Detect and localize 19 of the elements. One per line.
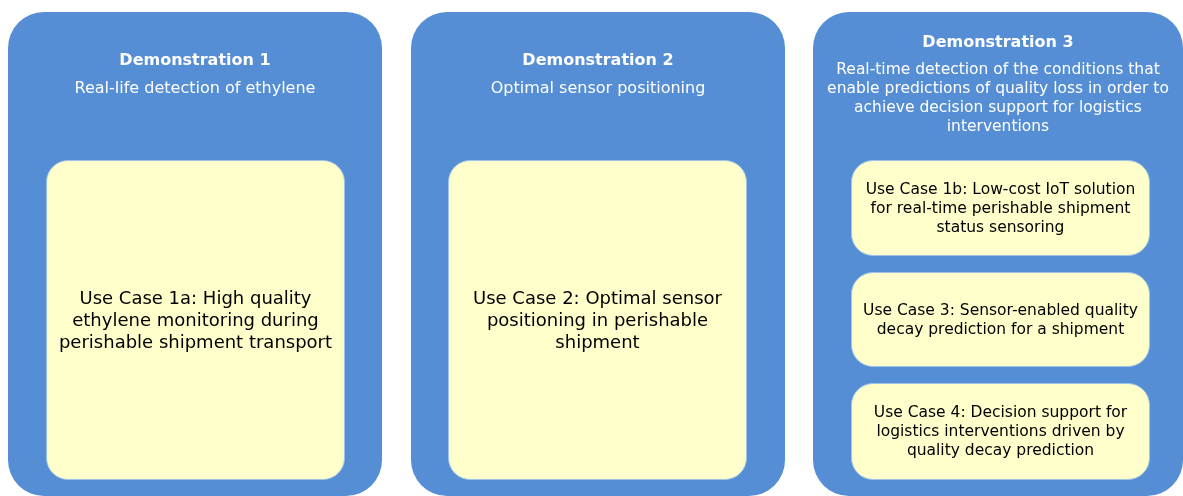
use-case-box: [448, 160, 747, 480]
panel-heading: Demonstration 3: [921, 32, 1075, 51]
panel-heading: Demonstration 2: [521, 50, 675, 69]
use-case-text: Use Case 1b: Low-cost IoT solution for real-time perishable shipment status sensoring: [864, 179, 1137, 237]
demonstration-panel: [813, 12, 1183, 496]
use-case-text: Use Case 2: Optimal sensor positioning in perishable shipment: [472, 287, 723, 353]
panel-description: Real-life detection of ethylene: [73, 78, 317, 97]
demonstration-panel: [411, 12, 785, 496]
demonstration-panel: [8, 12, 382, 496]
use-case-text: Use Case 4: Decision support for logistics interventions driven by quality decay prediction: [872, 403, 1129, 460]
panel-description: Real-time detection of the conditions that enable predictions of quality loss in order to achieve decision support for logistics interventions: [826, 60, 1170, 136]
use-case-box: [46, 160, 345, 480]
panel-description: Optimal sensor positioning: [489, 78, 707, 97]
use-case-text: Use Case 3: Sensor-enabled quality decay prediction for a shipment: [862, 300, 1139, 339]
use-case-text: Use Case 1a: High quality ethylene monitoring during perishable shipment transport: [57, 287, 334, 353]
use-case-box: [851, 160, 1150, 256]
panel-heading: Demonstration 1: [118, 50, 272, 69]
use-case-box: [851, 272, 1150, 367]
use-case-box: [851, 383, 1150, 480]
